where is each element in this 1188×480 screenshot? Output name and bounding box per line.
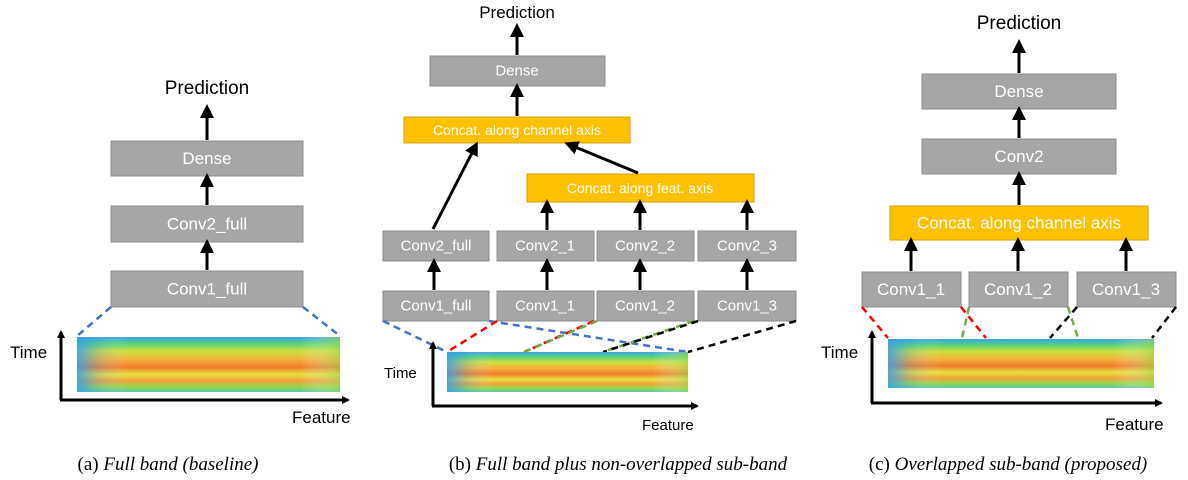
receptive-field-right xyxy=(302,306,341,337)
conv2-box: Conv2 xyxy=(921,138,1117,175)
conv2-full-box: Conv2_full xyxy=(382,230,490,262)
feature-label-b: Feature xyxy=(642,417,694,434)
conv1-3-box: Conv1_3 xyxy=(1076,271,1177,308)
concat-channel-box: Concat. along channel axis xyxy=(889,205,1149,241)
concat-channel-label: Concat. along channel axis xyxy=(433,122,601,138)
sub-band-3-field-right xyxy=(1151,306,1177,339)
conv2-full-label: Conv2_full xyxy=(401,238,472,255)
conv1-full-box: Conv1_full xyxy=(382,290,490,322)
conv2-1-label: Conv2_1 xyxy=(515,238,575,255)
conv1-1-box: Conv1_1 xyxy=(861,271,962,308)
conv2-label: Conv2 xyxy=(994,147,1043,166)
conv1-2-box: Conv1_2 xyxy=(968,271,1069,308)
conv1-full-label: Conv1_full xyxy=(401,298,472,315)
conv1-full-box: Conv1_full xyxy=(110,270,304,308)
conv1-3-label: Conv1_3 xyxy=(1092,280,1160,299)
panel-a: Prediction Dense Conv2_full Conv1_full T… xyxy=(10,78,351,475)
spectrogram-c xyxy=(888,339,1154,388)
dense-box: Dense xyxy=(921,73,1117,110)
concat-channel-label: Concat. along channel axis xyxy=(917,214,1121,233)
axes-a xyxy=(57,330,350,404)
conv1-1-label: Conv1_1 xyxy=(515,298,575,315)
concat-feat-label: Concat. along feat. axis xyxy=(567,180,713,196)
receptive-field-left xyxy=(76,306,112,337)
conv2-full-box: Conv2_full xyxy=(110,205,304,243)
conv1-1-label: Conv1_1 xyxy=(877,280,945,299)
concat-feat-box: Concat. along feat. axis xyxy=(526,173,755,203)
axes-b xyxy=(429,341,699,410)
sub-band-1-field-left xyxy=(446,319,498,354)
time-label-a: Time xyxy=(10,343,47,362)
panel-c: Prediction Dense Conv2 Concat. along cha… xyxy=(821,13,1177,475)
sub-band-3-field-right xyxy=(687,319,797,354)
dense-label: Dense xyxy=(994,82,1043,101)
prediction-label: Prediction xyxy=(165,78,250,99)
caption-c: (c) Overlapped sub-band (proposed) xyxy=(869,454,1147,475)
dense-label: Dense xyxy=(495,63,538,80)
spectrogram-b xyxy=(447,352,688,392)
spectrogram-a xyxy=(77,337,340,392)
feature-label-a: Feature xyxy=(292,408,351,427)
conv1-2-label: Conv1_2 xyxy=(615,298,675,315)
conv2-2-box: Conv2_2 xyxy=(596,230,695,262)
time-label-c: Time xyxy=(821,343,858,362)
dense-label: Dense xyxy=(182,149,231,168)
caption-a: (a) Full band (baseline) xyxy=(78,454,259,475)
conv2-3-box: Conv2_3 xyxy=(697,230,797,262)
sub-band-1-field-left xyxy=(861,306,889,339)
prediction-label: Prediction xyxy=(977,13,1062,34)
conv1-1-box: Conv1_1 xyxy=(496,290,595,322)
sub-band-1-field-right xyxy=(960,306,987,339)
sub-band-2-field-right xyxy=(1066,306,1080,339)
conv1-2-box: Conv1_2 xyxy=(596,290,695,322)
conv2-1-box: Conv2_1 xyxy=(496,230,595,262)
conv1-3-box: Conv1_3 xyxy=(697,290,797,322)
conv2-2-label: Conv2_2 xyxy=(615,238,675,255)
prediction-label: Prediction xyxy=(479,3,555,22)
sub-band-2-field-left xyxy=(960,306,971,339)
arrow-concatfeat-to-concat xyxy=(564,141,639,175)
concat-channel-box: Concat. along channel axis xyxy=(403,116,631,144)
axes-c xyxy=(868,330,1163,407)
caption-b: (b) Full band plus non-overlapped sub-ba… xyxy=(449,454,788,475)
feature-label-c: Feature xyxy=(1105,415,1164,434)
sub-band-2-field-left xyxy=(523,319,598,354)
full-band-field-right xyxy=(488,319,689,354)
panel-b: Prediction Dense Concat. along channel a… xyxy=(382,3,797,475)
dense-box: Dense xyxy=(110,140,304,177)
conv1-3-label: Conv1_3 xyxy=(717,298,777,315)
full-band-field-left xyxy=(382,319,448,354)
conv1-full-label: Conv1_full xyxy=(167,280,247,299)
sub-band-3-field-left xyxy=(602,319,699,354)
dense-box: Dense xyxy=(429,55,606,87)
conv2-3-label: Conv2_3 xyxy=(717,238,777,255)
conv1-2-label: Conv1_2 xyxy=(984,280,1052,299)
arrow-conv2full-to-concat xyxy=(431,141,478,230)
conv2-full-label: Conv2_full xyxy=(167,215,247,234)
time-label-b: Time xyxy=(384,365,417,382)
sub-band-3-field-left xyxy=(1049,306,1078,339)
